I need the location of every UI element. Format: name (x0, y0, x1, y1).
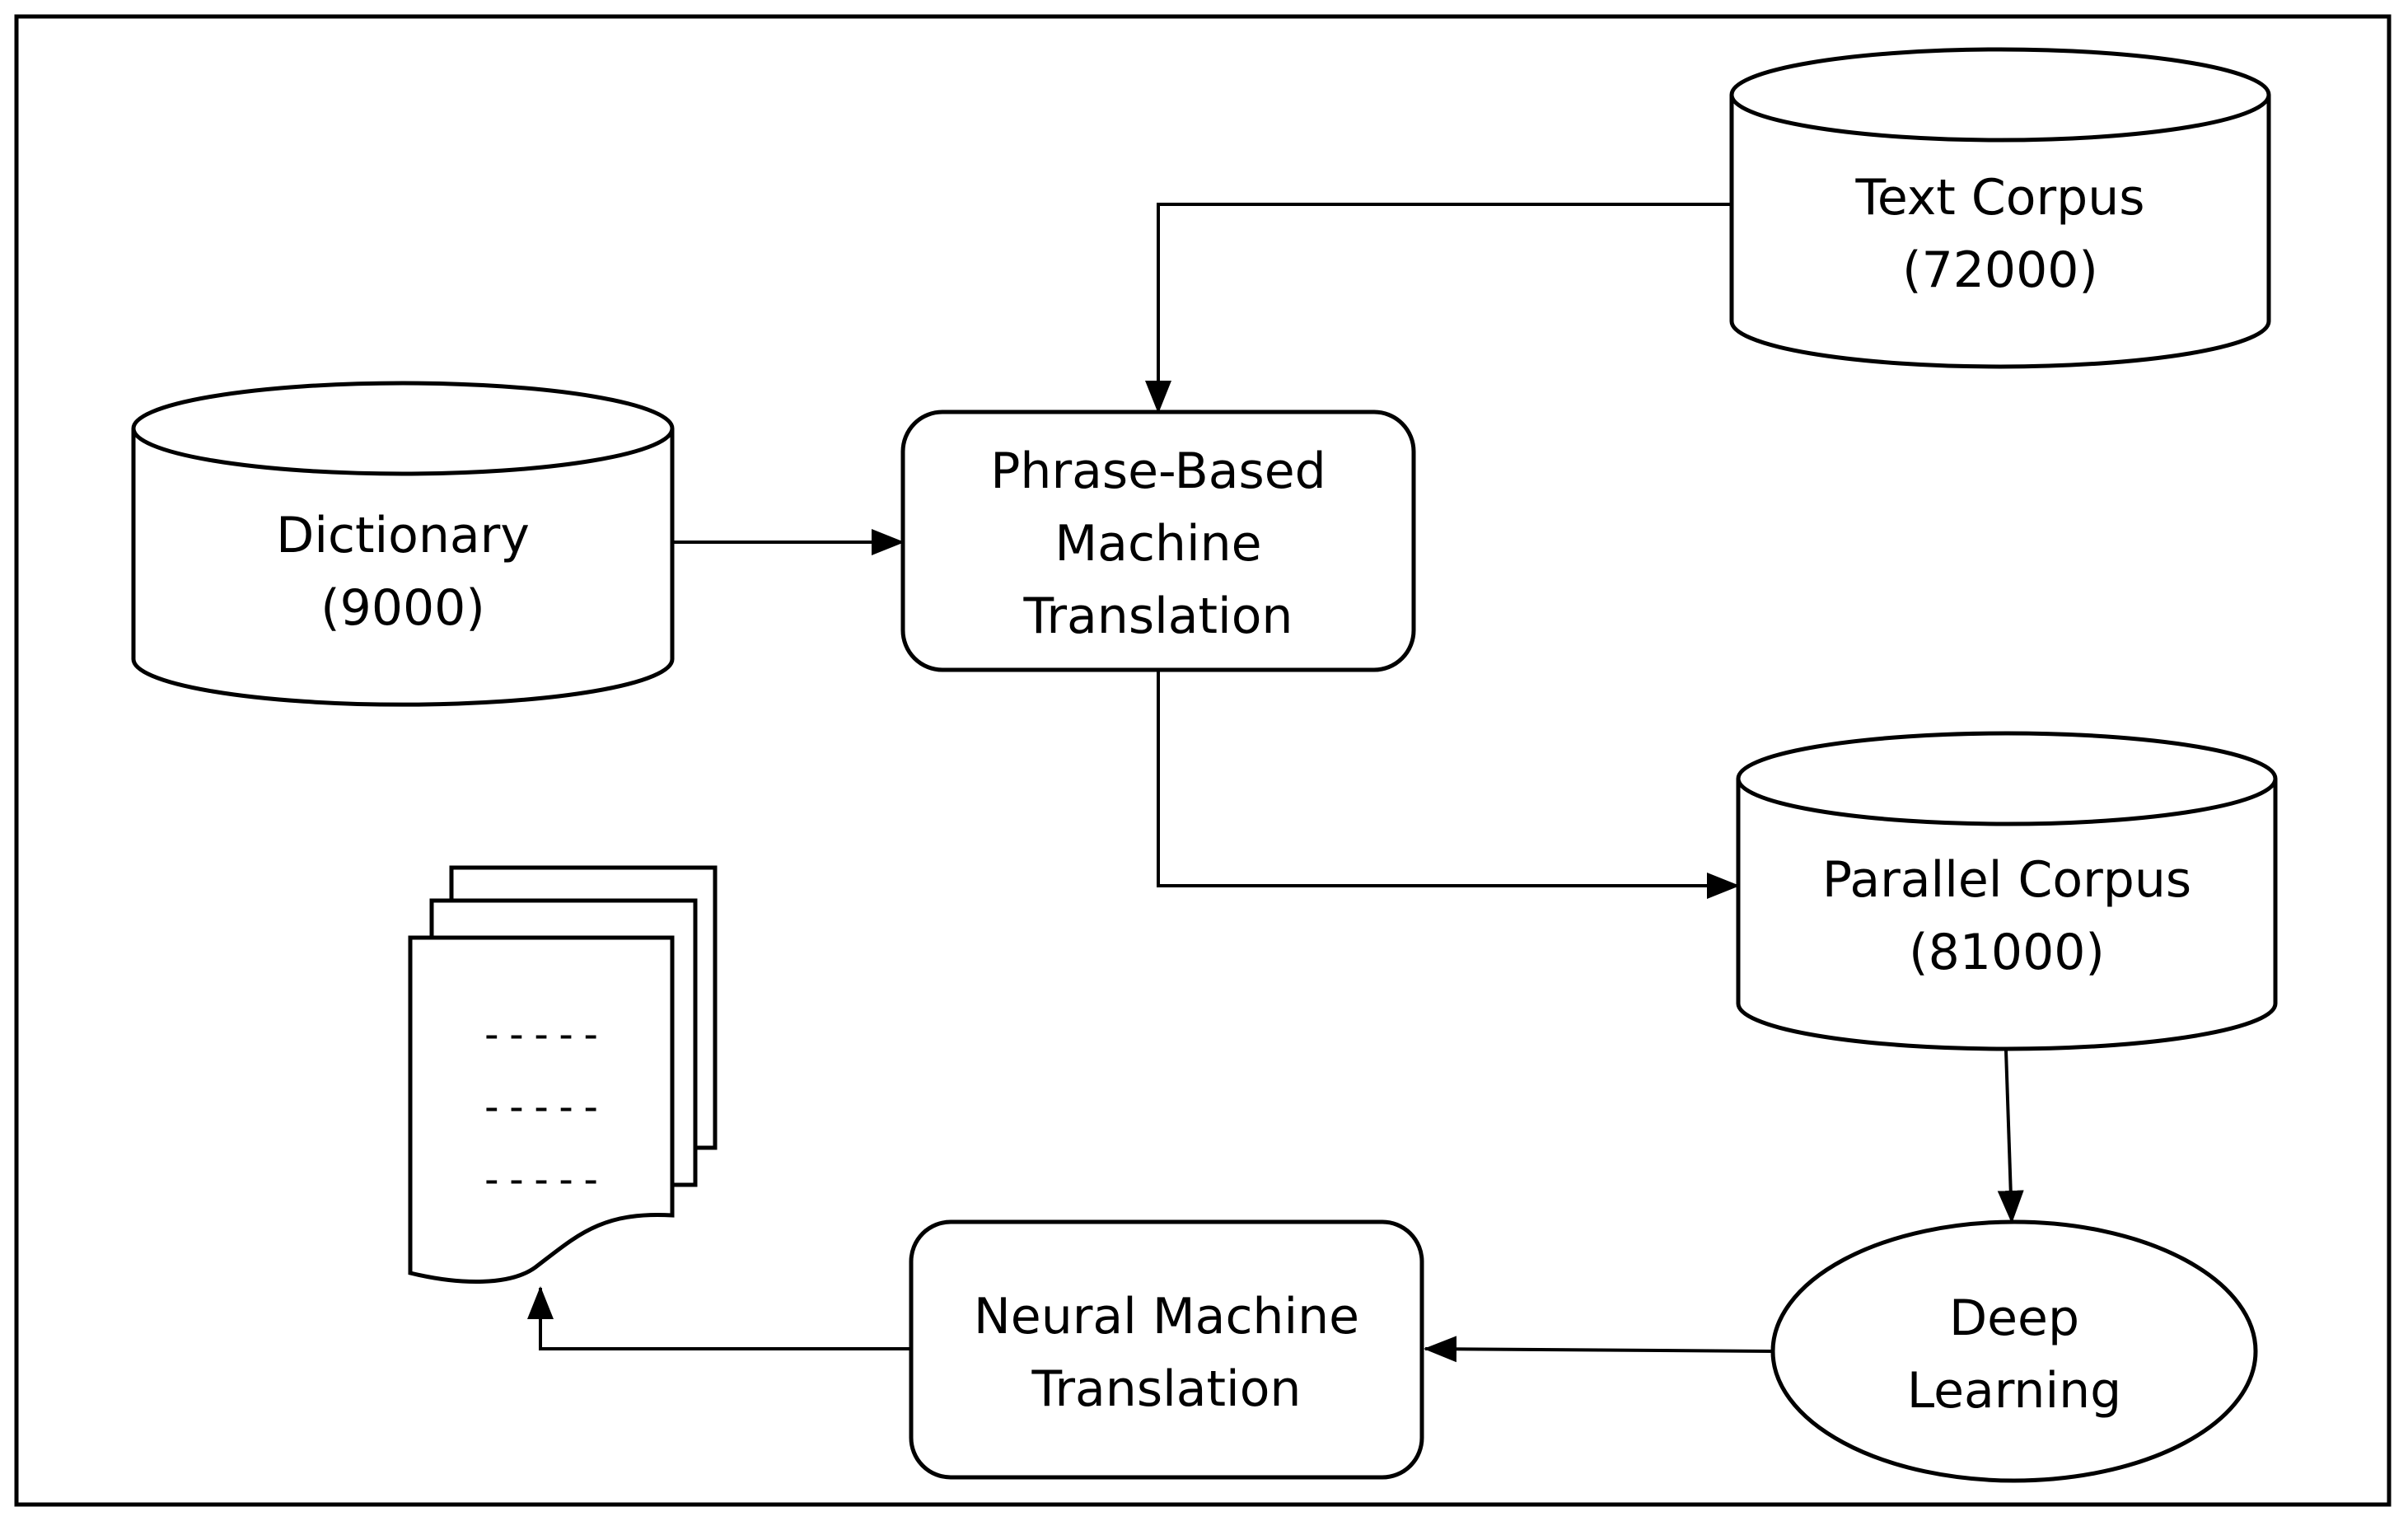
neural-mt-line-1: Neural Machine (974, 1288, 1359, 1346)
output-documents-node: ----- ----- ----- (408, 865, 718, 1284)
phrase-based-mt-line-3: Translation (1023, 587, 1293, 645)
phrase-based-mt-line-1: Phrase-Based (990, 442, 1326, 500)
text-corpus-count: (72000) (1902, 241, 2098, 299)
document-line-1: ----- (479, 1010, 604, 1058)
edge-parallel-corpus-to-deep-learning (1997, 1050, 2024, 1224)
phrase-based-mt-line-2: Machine (1054, 515, 1261, 573)
deep-learning-node: Deep Learning (1770, 1219, 2258, 1483)
neural-mt-node: Neural Machine Translation (909, 1219, 1424, 1480)
deep-learning-line-1: Deep (1949, 1289, 2079, 1347)
parallel-corpus-node: Parallel Corpus (81000) (1736, 731, 2278, 1051)
edge-text-corpus-to-phrase-based-mt (1145, 203, 1732, 414)
text-corpus-label: Text Corpus (1854, 169, 2144, 227)
parallel-corpus-label: Parallel Corpus (1822, 851, 2191, 909)
deep-learning-line-2: Learning (1907, 1362, 2121, 1420)
diagram-frame (14, 14, 2392, 1507)
phrase-based-mt-node: Phrase-Based Machine Translation (900, 410, 1416, 672)
edge-phrase-based-mt-to-parallel-corpus (1157, 670, 1740, 899)
dictionary-label: Dictionary (276, 507, 530, 564)
dictionary-node: Dictionary (9000) (131, 381, 675, 707)
document-line-3: ----- (479, 1155, 604, 1203)
edge-deep-learning-to-neural-mt (1424, 1336, 1774, 1363)
edges (527, 203, 2024, 1363)
neural-mt-line-2: Translation (1031, 1360, 1302, 1418)
edge-neural-mt-to-output-document (527, 1286, 911, 1350)
parallel-corpus-count: (81000) (1909, 924, 2105, 981)
document-sheet-front (408, 935, 675, 1284)
document-line-2: ----- (479, 1083, 604, 1130)
text-corpus-node: Text Corpus (72000) (1729, 47, 2271, 369)
dictionary-count: (9000) (320, 579, 485, 637)
